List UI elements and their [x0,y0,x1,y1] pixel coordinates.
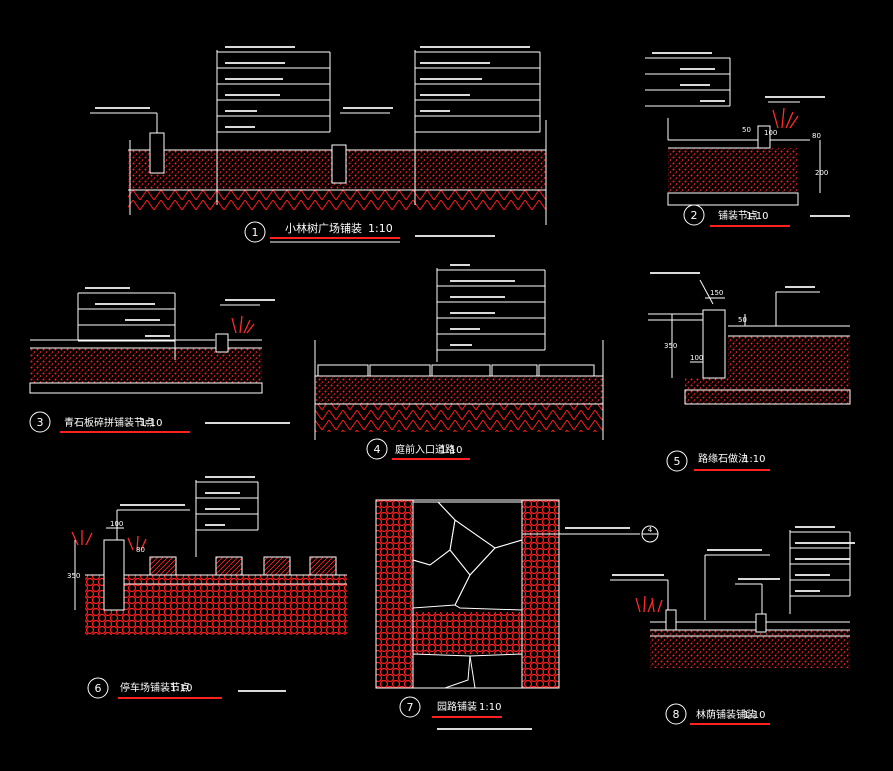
d5-scale: 1:10 [743,454,765,465]
d8-number: 8 [673,708,680,721]
d6-dim-c: 80 [136,546,145,554]
d8-title: 林荫铺装铺装 [696,708,756,721]
d6-dim-b: 350 [67,572,80,580]
d7-scale: 1:10 [479,702,501,713]
d2-dim-a: 100 [764,129,777,137]
d4-number: 4 [374,443,381,456]
detail-1: 1 小林树广场铺装 1:10 [90,46,547,243]
d3-scale: 1:10 [140,418,162,429]
d1-curb-left [149,132,165,174]
d7-section-tag: 4 [648,526,653,534]
d2-number: 2 [691,209,698,222]
d2-dim-d: 200 [815,169,828,177]
d5-title: 路缘石做法 [698,452,748,465]
detail-6: 100 350 80 6 停车场铺装节点 1:10 [67,476,347,699]
d5-dim-a: 150 [710,289,723,297]
d5-dim-c: 100 [690,354,703,362]
d5-dim-d: 50 [738,316,747,324]
d1-scale: 1:10 [368,222,393,235]
d6-number: 6 [95,682,102,695]
d6-title: 停车场铺装节点 [120,681,190,694]
d8-scale: 1:10 [743,710,765,721]
d1-detail-marker [244,221,266,243]
d2-title: 铺装节点 [718,209,758,222]
d3-number: 3 [37,416,44,429]
d2-dim-b: 50 [742,126,751,134]
detail-7: 4 7 园路铺装 1:10 [375,499,659,730]
d4-title: 庭前入口道路 [395,443,455,456]
d2-scale: 1:10 [746,211,768,222]
d1-title: 小林树广场铺装 [285,221,362,235]
d5-dim-b: 350 [664,342,677,350]
d7-title: 园路铺装 [437,700,477,713]
detail-5: 150 350 100 50 5 路缘石做法 1:10 [648,272,851,472]
detail-3: 3 青石板碎拼铺装节点 1:10 [29,287,290,433]
detail-4: 4 庭前入口道路 1:10 [314,264,604,460]
d1-soil-layer [128,190,546,210]
d2-dim-c: 80 [812,132,821,140]
d1-number: 1 [252,226,259,239]
d3-title: 青石板碎拼铺装节点 [64,416,154,429]
d4-scale: 1:10 [440,445,462,456]
d5-number: 5 [674,455,681,468]
d7-number: 7 [407,701,414,714]
detail-2: 100 50 80 200 2 铺装节点 1:10 [645,52,850,227]
detail-8: 8 林荫铺装铺装 1:10 [610,526,855,725]
d6-dim-a: 100 [110,520,123,528]
d6-scale: 1:10 [170,683,192,694]
d1-curb-mid [331,144,347,184]
